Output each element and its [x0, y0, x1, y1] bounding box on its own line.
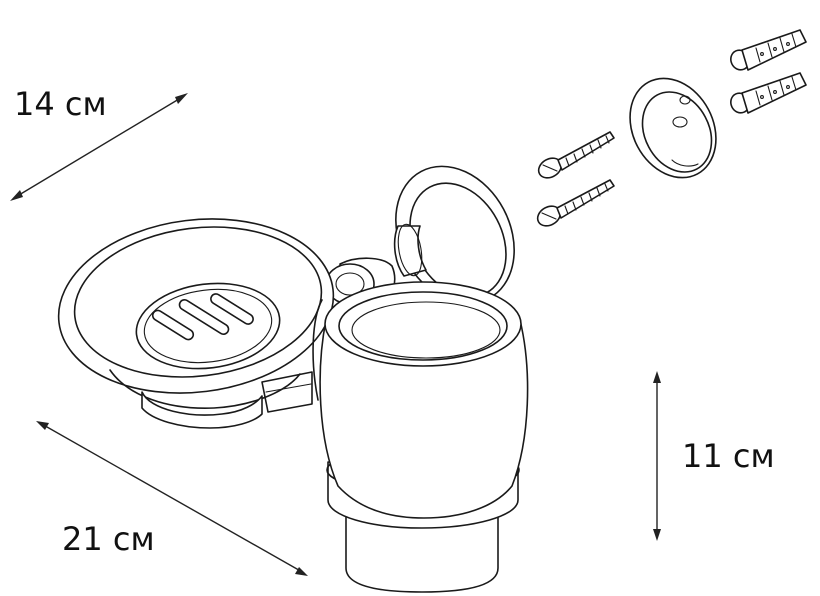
- wall-plug-icon-bottom: [730, 72, 807, 114]
- connecting-arm: [261, 371, 313, 413]
- width-dimension-arrow: [36, 421, 308, 576]
- width-dimension-label: 21 см: [62, 520, 155, 558]
- height-dimension-arrow: [653, 371, 661, 541]
- height-dimension-label: 11 см: [682, 437, 775, 475]
- wall-plug-icon-top: [730, 29, 807, 71]
- wall-mount-flange: [325, 165, 515, 307]
- tumbler-holder: [312, 281, 529, 593]
- depth-dimension-arrow: [10, 93, 188, 201]
- drain-slots: [151, 293, 254, 341]
- soap-dish: [57, 218, 335, 429]
- mounting-plate: [629, 77, 717, 179]
- depth-dimension-label: 14 см: [14, 85, 107, 123]
- screw-icon-top: [537, 131, 615, 179]
- screw-icon-bottom: [536, 179, 615, 227]
